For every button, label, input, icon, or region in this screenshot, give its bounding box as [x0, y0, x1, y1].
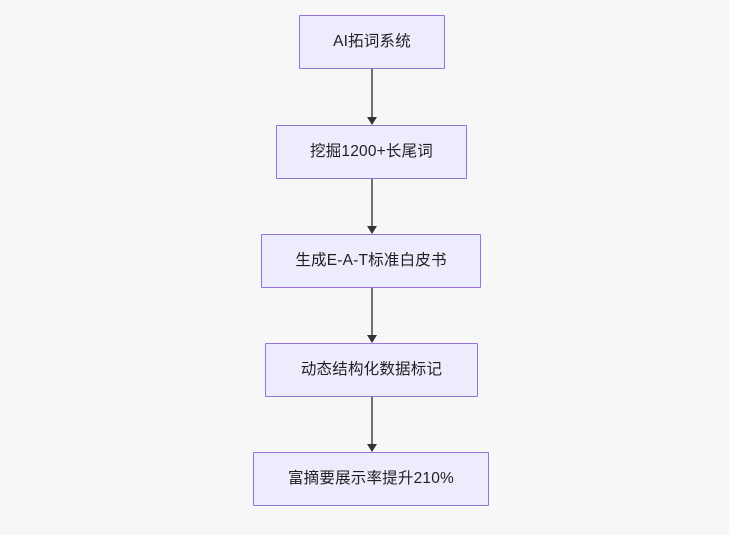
edge-line [371, 396, 373, 444]
edge-n2-n3 [362, 179, 382, 234]
flow-node-label: 动态结构化数据标记 [300, 361, 443, 379]
flow-node-label: 挖掘1200+长尾词 [309, 143, 434, 161]
edge-n4-n5 [362, 396, 382, 452]
arrowhead-icon [367, 444, 377, 452]
flow-node-label: 富摘要展示率提升210% [287, 470, 455, 488]
edge-n1-n2 [362, 69, 382, 125]
flow-node-mine-longtail-keywords[interactable]: 挖掘1200+长尾词 [276, 125, 467, 179]
arrowhead-icon [367, 117, 377, 125]
flow-node-label: AI拓词系统 [333, 33, 411, 51]
edge-line [371, 288, 373, 335]
edge-line [371, 179, 373, 226]
arrowhead-icon [367, 226, 377, 234]
arrowhead-icon [367, 335, 377, 343]
flow-node-ai-keyword-system[interactable]: AI拓词系统 [299, 15, 445, 69]
flow-node-label: 生成E-A-T标准白皮书 [295, 252, 447, 270]
flow-node-generate-eat-whitepaper[interactable]: 生成E-A-T标准白皮书 [261, 234, 481, 288]
edge-n3-n4 [362, 288, 382, 343]
flow-node-rich-snippet-rate-increase[interactable]: 富摘要展示率提升210% [253, 452, 489, 506]
flow-node-dynamic-structured-data-markup[interactable]: 动态结构化数据标记 [265, 343, 478, 397]
edge-line [371, 69, 373, 117]
